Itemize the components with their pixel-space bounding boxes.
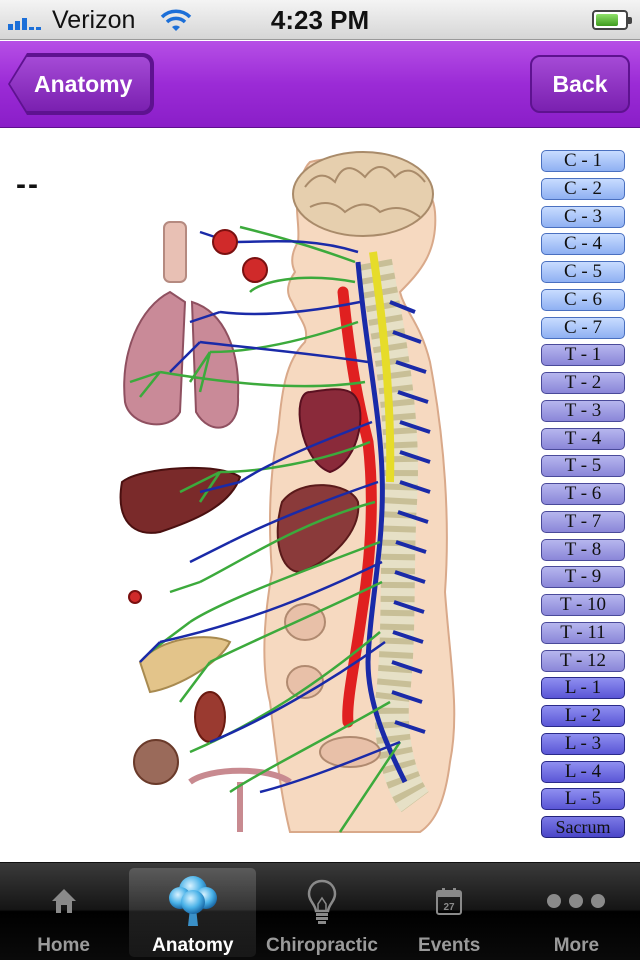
vertebra-button-t-2[interactable]: T - 2 [541,372,625,394]
vertebra-button-t-7[interactable]: T - 7 [541,510,625,533]
vertebra-button-t-9[interactable]: T - 9 [541,566,625,589]
tab-events[interactable]: 27 Events [386,863,513,960]
kidney [194,691,226,743]
tab-chiropractic-label: Chiropractic [266,935,378,956]
vertebra-button-c-5[interactable]: C - 5 [541,261,625,283]
vertebra-button-l-2[interactable]: L - 2 [541,705,625,727]
vertebra-button-t-5[interactable]: T - 5 [541,455,625,478]
tab-home[interactable]: Home [0,863,127,960]
anatomy-back-button[interactable]: Anatomy [10,55,152,113]
wifi-icon [160,8,192,37]
vertebra-button-sacrum[interactable]: Sacrum [541,816,625,838]
stomach [276,484,360,574]
vertebra-button-l-5[interactable]: L - 5 [541,788,625,811]
nervous-system-diagram [119,151,456,833]
vertebra-button-c-1[interactable]: C - 1 [541,150,625,172]
vertebra-button-c-7[interactable]: C - 7 [541,316,625,339]
brain [292,151,434,237]
vertebra-selector-list: C - 1 C - 2 C - 3 C - 4 C - 5 C - 6 C - 7 T - 1… [541,150,627,844]
tab-home-label: Home [37,935,90,956]
tree-icon [163,876,223,926]
vertebra-button-t-3[interactable]: T - 3 [541,399,625,422]
vertebra-button-t-1[interactable]: T - 1 [541,344,625,367]
navigation-bar: Anatomy Back [0,41,640,128]
liver [119,466,242,534]
calendar-icon: 27 [419,881,479,921]
clock: 4:23 PM [270,5,370,35]
vertebra-button-c-4[interactable]: C - 4 [541,233,625,256]
vertebra-button-l-4[interactable]: L - 4 [541,760,625,783]
vertebra-button-t-8[interactable]: T - 8 [541,538,625,561]
carrier-name: Verizon [52,6,136,34]
vertebra-button-l-3[interactable]: L - 3 [541,732,625,755]
vertebra-button-t-4[interactable]: T - 4 [541,427,625,450]
battery-icon [592,10,632,30]
autonomic-nerves [129,225,402,833]
trachea [163,221,187,283]
signal-strength-icon [8,14,41,30]
reproductive-organs [188,767,292,832]
vertebra-button-t-6[interactable]: T - 6 [541,483,625,505]
status-bar: Verizon 4:23 PM [0,0,640,40]
vertebra-button-t-12[interactable]: T - 12 [541,649,625,672]
vertebra-button-c-2[interactable]: C - 2 [541,177,625,200]
home-icon [34,881,94,921]
sensory-organs [128,229,268,604]
vertebra-button-c-3[interactable]: C - 3 [541,205,625,228]
tab-bar: Home Anatomy Chiropractic [0,862,640,960]
tab-chiropractic[interactable]: Chiropractic [258,863,385,960]
lightbulb-icon [292,879,352,924]
tab-more-label: More [553,935,600,956]
vertebra-button-t-10[interactable]: T - 10 [541,594,625,616]
tab-anatomy-label: Anatomy [152,935,234,956]
back-button[interactable]: Back [530,55,630,113]
tab-anatomy[interactable]: Anatomy [129,868,257,957]
more-dots-icon [546,881,606,921]
pancreas [138,636,232,694]
sympathetic-chain [355,261,408,784]
calendar-day: 27 [444,902,456,913]
selected-vertebra-readout: -- [16,168,40,201]
vertebra-button-l-1[interactable]: L - 1 [541,677,625,700]
tab-more[interactable]: More [513,863,640,960]
bladder [133,739,179,785]
aorta-artery [337,286,377,728]
vertebra-button-c-6[interactable]: C - 6 [541,288,625,311]
vertebra-button-t-11[interactable]: T - 11 [541,621,625,644]
tab-events-label: Events [418,935,481,956]
anatomy-content: -- [0,128,640,862]
